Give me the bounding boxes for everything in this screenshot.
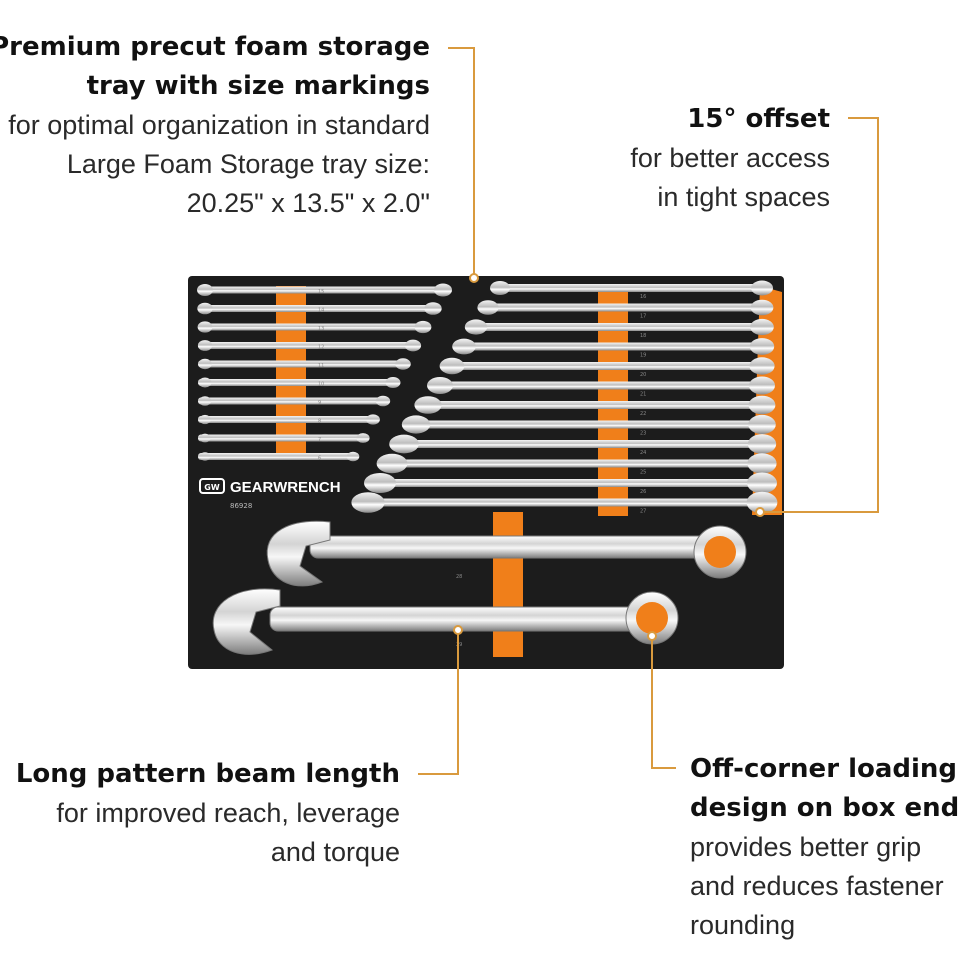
size-label-14: 14 <box>318 308 324 314</box>
callout-beam-heading: Long pattern beam length <box>15 759 400 789</box>
foam-tray <box>188 276 784 669</box>
leader-offset <box>760 117 879 513</box>
size-labels: 15 14 13 12 11 10 9 8 7 6 16 17 18 19 20 21 22 23 24 25 26 27… <box>318 289 646 648</box>
size-label-10: 10 <box>318 382 324 388</box>
wrench-14 <box>197 302 442 315</box>
wrench-22 <box>414 395 776 415</box>
size-label-18: 18 <box>640 333 646 339</box>
leader-beam <box>418 630 459 775</box>
size-label-15: 15 <box>318 289 324 295</box>
callout-box-end-body-3: rounding <box>690 910 796 940</box>
callout-box-end-body-2: and reduces fastener <box>690 871 944 901</box>
size-label-23: 23 <box>640 431 646 437</box>
size-label-12: 12 <box>318 345 324 351</box>
callout-foam-tray-body-2: Large Foam Storage tray size: <box>66 149 430 179</box>
size-band-bottom <box>493 512 523 657</box>
size-label-9: 9 <box>318 400 321 406</box>
wrench-9 <box>198 395 391 407</box>
wrench-15 <box>197 283 452 297</box>
size-label-21: 21 <box>640 392 646 398</box>
callout-foam-tray-heading-2: tray with size markings <box>86 71 430 101</box>
callout-offset-body-2: in tight spaces <box>657 182 830 212</box>
size-label-25: 25 <box>640 470 646 476</box>
wrench-10 <box>198 377 401 388</box>
callout-offset: 15° offset for better access in tight sp… <box>630 100 830 217</box>
wrench-7 <box>198 433 370 443</box>
size-label-8: 8 <box>318 419 321 425</box>
size-label-17: 17 <box>640 314 646 320</box>
leader-foam-tray <box>448 47 475 276</box>
size-label-29: 29 <box>456 642 462 648</box>
size-label-24: 24 <box>640 450 646 456</box>
callout-foam-tray-heading-1: Premium precut foam storage <box>0 32 430 62</box>
wrench-16 <box>490 280 773 296</box>
wrench-23 <box>401 414 776 435</box>
wrench-27 <box>351 491 778 514</box>
wrench-8 <box>198 414 380 425</box>
size-label-27: 27 <box>640 509 646 515</box>
size-label-6: 6 <box>318 456 321 462</box>
callout-offset-body-1: for better access <box>630 143 830 173</box>
size-label-19: 19 <box>640 353 646 359</box>
callout-box-end-heading-2: design on box end <box>690 793 960 823</box>
callout-box-end: Off-corner loading design on box end pro… <box>690 750 959 945</box>
wrench-24 <box>389 434 777 454</box>
size-label-26: 26 <box>640 489 646 495</box>
callout-offset-heading: 15° offset <box>687 104 830 134</box>
wrench-26 <box>364 472 777 494</box>
size-label-13: 13 <box>318 326 324 332</box>
brand-name: GEARWRENCH <box>230 479 341 496</box>
wrench-25 <box>376 453 777 474</box>
right-wrench-row <box>351 280 778 514</box>
left-wrench-row <box>197 283 452 462</box>
large-wrench-28 <box>266 520 747 587</box>
svg-text:GW: GW <box>204 483 220 492</box>
wrench-17 <box>477 299 774 316</box>
size-band-left <box>276 286 306 456</box>
callout-box-end-body-1: provides better grip <box>690 832 922 862</box>
wrench-18 <box>464 318 774 336</box>
callout-beam-body-1: for improved reach, leverage <box>56 798 400 828</box>
gearwrench-logo-icon: GW <box>199 478 225 494</box>
size-label-20: 20 <box>640 372 646 378</box>
size-label-28: 28 <box>456 574 462 580</box>
callout-beam-body-2: and torque <box>270 837 400 867</box>
wrench-19 <box>452 338 775 355</box>
callout-beam: Long pattern beam length for improved re… <box>16 755 400 872</box>
callout-foam-tray: Premium precut foam storage tray with si… <box>0 28 430 223</box>
wrench-21 <box>427 376 775 395</box>
size-label-7: 7 <box>318 437 321 443</box>
part-number: 86928 <box>230 502 252 510</box>
leader-box-end <box>651 636 676 769</box>
size-label-22: 22 <box>640 411 646 417</box>
wrench-12 <box>197 339 422 352</box>
callout-box-end-heading-1: Off-corner loading <box>690 754 958 784</box>
size-label-11: 11 <box>318 363 324 369</box>
wrench-13 <box>197 320 432 334</box>
wrench-20 <box>439 357 775 375</box>
leader-lines <box>418 47 879 775</box>
wrench-6 <box>198 451 360 462</box>
callout-foam-tray-body-1: for optimal organization in standard <box>8 110 430 140</box>
size-label-16: 16 <box>640 294 646 300</box>
callout-foam-tray-body-3: 20.25" x 13.5" x 2.0" <box>186 188 430 218</box>
wrench-11 <box>198 358 411 370</box>
